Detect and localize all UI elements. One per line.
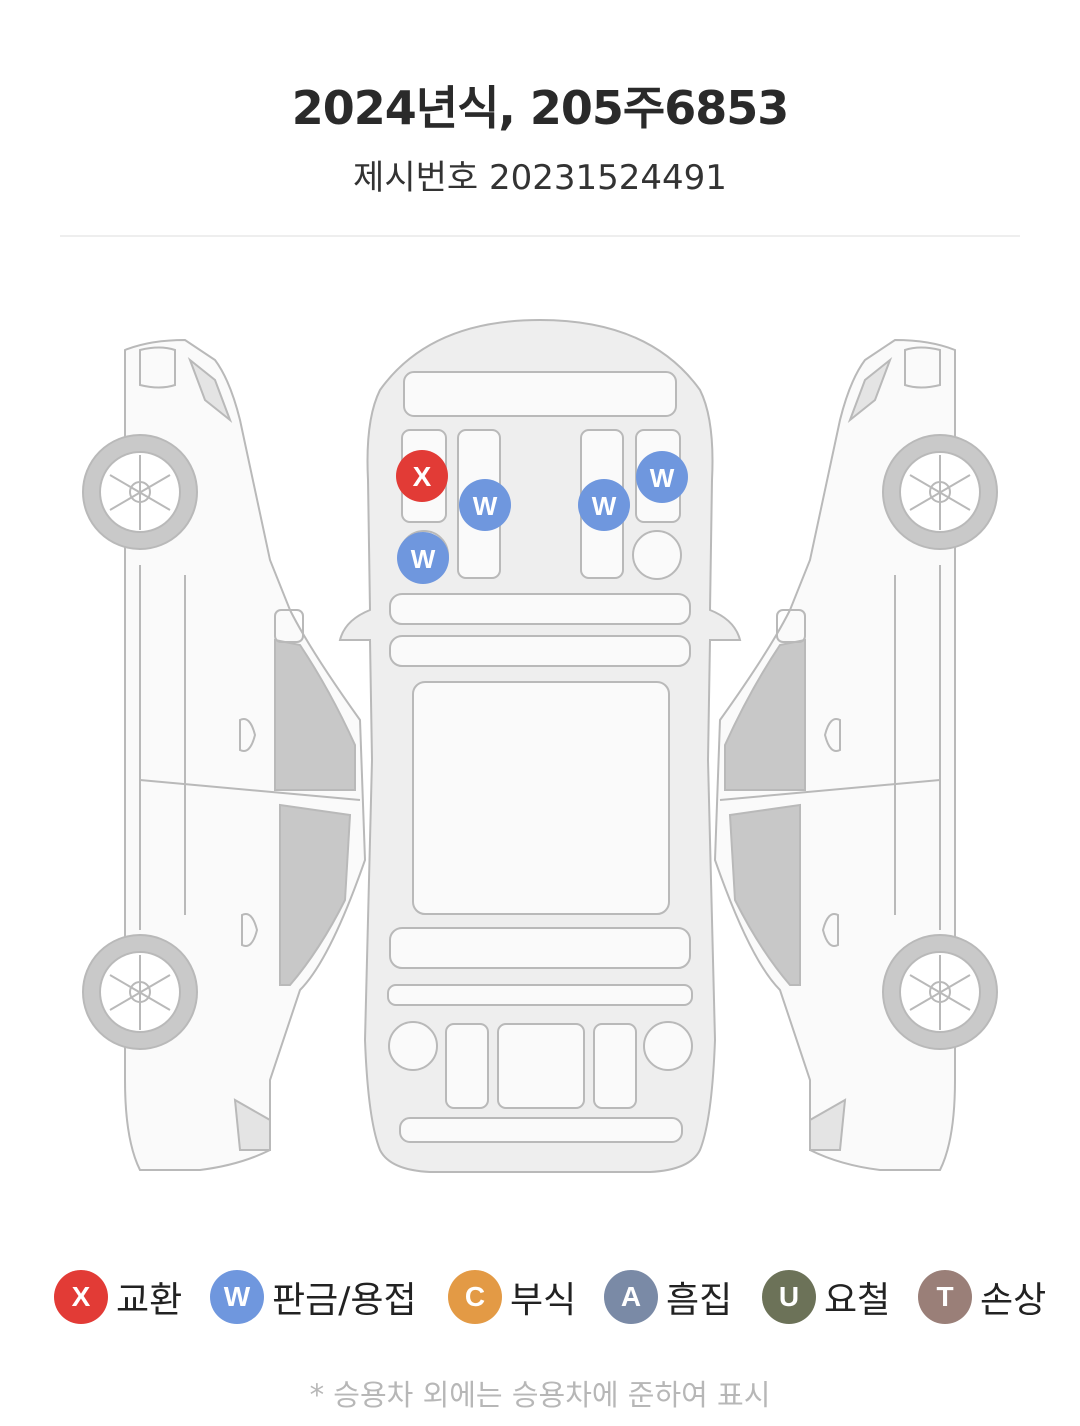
legend-label: 손상	[980, 1280, 1047, 1321]
header-divider	[60, 235, 1020, 237]
legend-item-damage: T 손상	[918, 1262, 1046, 1332]
legend-label: 교환	[116, 1280, 183, 1321]
legend-label: 요철	[824, 1280, 891, 1321]
legend-item-dent: U 요철	[762, 1262, 890, 1332]
svg-text:W: W	[650, 463, 675, 493]
legend-item-replace: X 교환	[54, 1262, 182, 1332]
legend-label: 부식	[510, 1280, 577, 1321]
damage-marker: W	[397, 532, 449, 584]
legend-label: 흠집	[666, 1280, 733, 1321]
scratch-badge-icon: A	[604, 1270, 658, 1324]
vehicle-inspection-diagram: X W W W W	[82, 318, 998, 1173]
page-title: 2024년식, 205주6853	[291, 81, 790, 135]
legend-item-sheet-metal: W 판금/용접	[210, 1262, 417, 1332]
svg-text:W: W	[592, 491, 617, 521]
legend-label: 판금/용접	[272, 1280, 417, 1321]
footnote: * 승용차 외에는 승용차에 준하여 표시	[309, 1378, 771, 1412]
damage-marker: W	[578, 479, 630, 531]
damage-legend: X 교환 W 판금/용접 C 부식 A 흠집 U 요철 T 손상	[0, 1262, 1080, 1332]
corrosion-badge-icon: C	[448, 1270, 502, 1324]
legend-item-scratch: A 흠집	[604, 1262, 732, 1332]
replace-badge-icon: X	[54, 1270, 108, 1324]
damage-badge-icon: T	[918, 1270, 972, 1324]
damage-marker: W	[459, 479, 511, 531]
legend-item-corrosion: C 부식	[448, 1262, 576, 1332]
svg-text:X: X	[413, 461, 432, 492]
vehicle-listing-number: 제시번호 20231524491	[353, 158, 727, 198]
dent-badge-icon: U	[762, 1270, 816, 1324]
svg-text:W: W	[473, 491, 498, 521]
top-car-view	[338, 318, 742, 1173]
left-side-car-view	[82, 338, 367, 1171]
sheet-metal-badge-icon: W	[210, 1270, 264, 1324]
svg-text:W: W	[411, 544, 436, 574]
damage-marker: W	[636, 451, 688, 503]
damage-marker: X	[396, 450, 448, 502]
right-side-car-view	[713, 338, 998, 1171]
